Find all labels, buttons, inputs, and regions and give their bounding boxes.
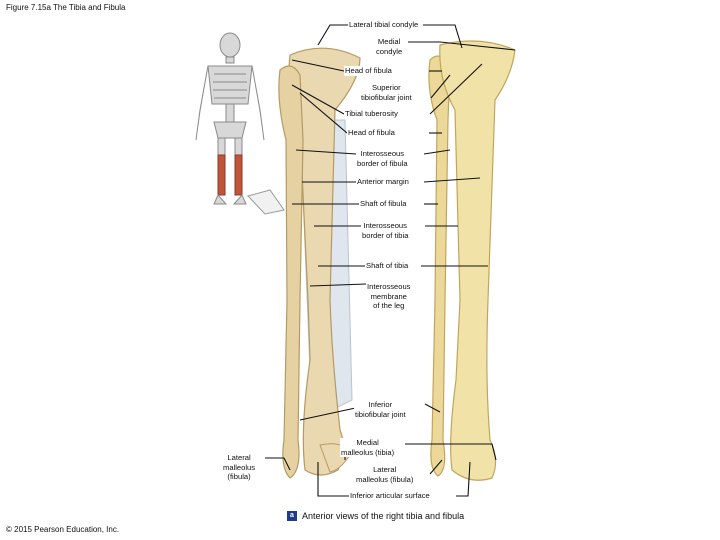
- label-inferior-articular-surface: Inferior articular surface: [349, 491, 431, 501]
- label-shaft-of-tibia: Shaft of tibia: [365, 261, 410, 271]
- label-shaft-of-fibula: Shaft of fibula: [359, 199, 408, 209]
- label-head-of-fibula: Head of fibula: [347, 128, 396, 138]
- skeleton-thumbnail: [195, 32, 265, 205]
- left-fibula: [278, 65, 304, 479]
- label-lateral-tibial-condyle: Lateral tibial condyle: [348, 20, 420, 30]
- label-tibial-tuberosity: Tibial tuberosity: [344, 109, 399, 119]
- figure-title: Figure 7.15a The Tibia and Fibula: [6, 3, 126, 12]
- right-bone-model: [428, 40, 516, 481]
- zoom-arrow-icon: [247, 189, 285, 215]
- label-interosseous-border-tibia: Interosseous border of tibia: [361, 221, 410, 240]
- label-lateral-malleolus-left: Lateral malleolus (fibula): [222, 453, 257, 482]
- label-head-of-fibula-top: Head of fibula: [344, 66, 393, 76]
- label-interosseous-border-fibula: Interosseous border of fibula: [356, 149, 409, 168]
- figure-caption: a Anterior views of the right tibia and …: [287, 511, 464, 521]
- label-interosseous-membrane: Interosseous membrane of the leg: [366, 282, 412, 311]
- leader-lines: [265, 24, 516, 497]
- label-superior-tibiofibular-joint: Superior tibiofibular joint: [360, 83, 413, 102]
- label-inferior-tibiofibular-joint: Inferior tibiofibular joint: [354, 400, 407, 419]
- label-lateral-malleolus-right: Lateral malleolus (fibula): [355, 465, 415, 484]
- label-medial-malleolus: Medial malleolus (tibia): [340, 438, 396, 457]
- label-anterior-margin: Anterior margin: [356, 177, 410, 187]
- copyright: © 2015 Pearson Education, Inc.: [6, 525, 120, 534]
- caption-badge: a: [287, 511, 297, 521]
- label-medial-condyle: Medial condyle: [375, 37, 404, 56]
- caption-text: Anterior views of the right tibia and fi…: [302, 511, 465, 521]
- right-tibia: [439, 40, 516, 481]
